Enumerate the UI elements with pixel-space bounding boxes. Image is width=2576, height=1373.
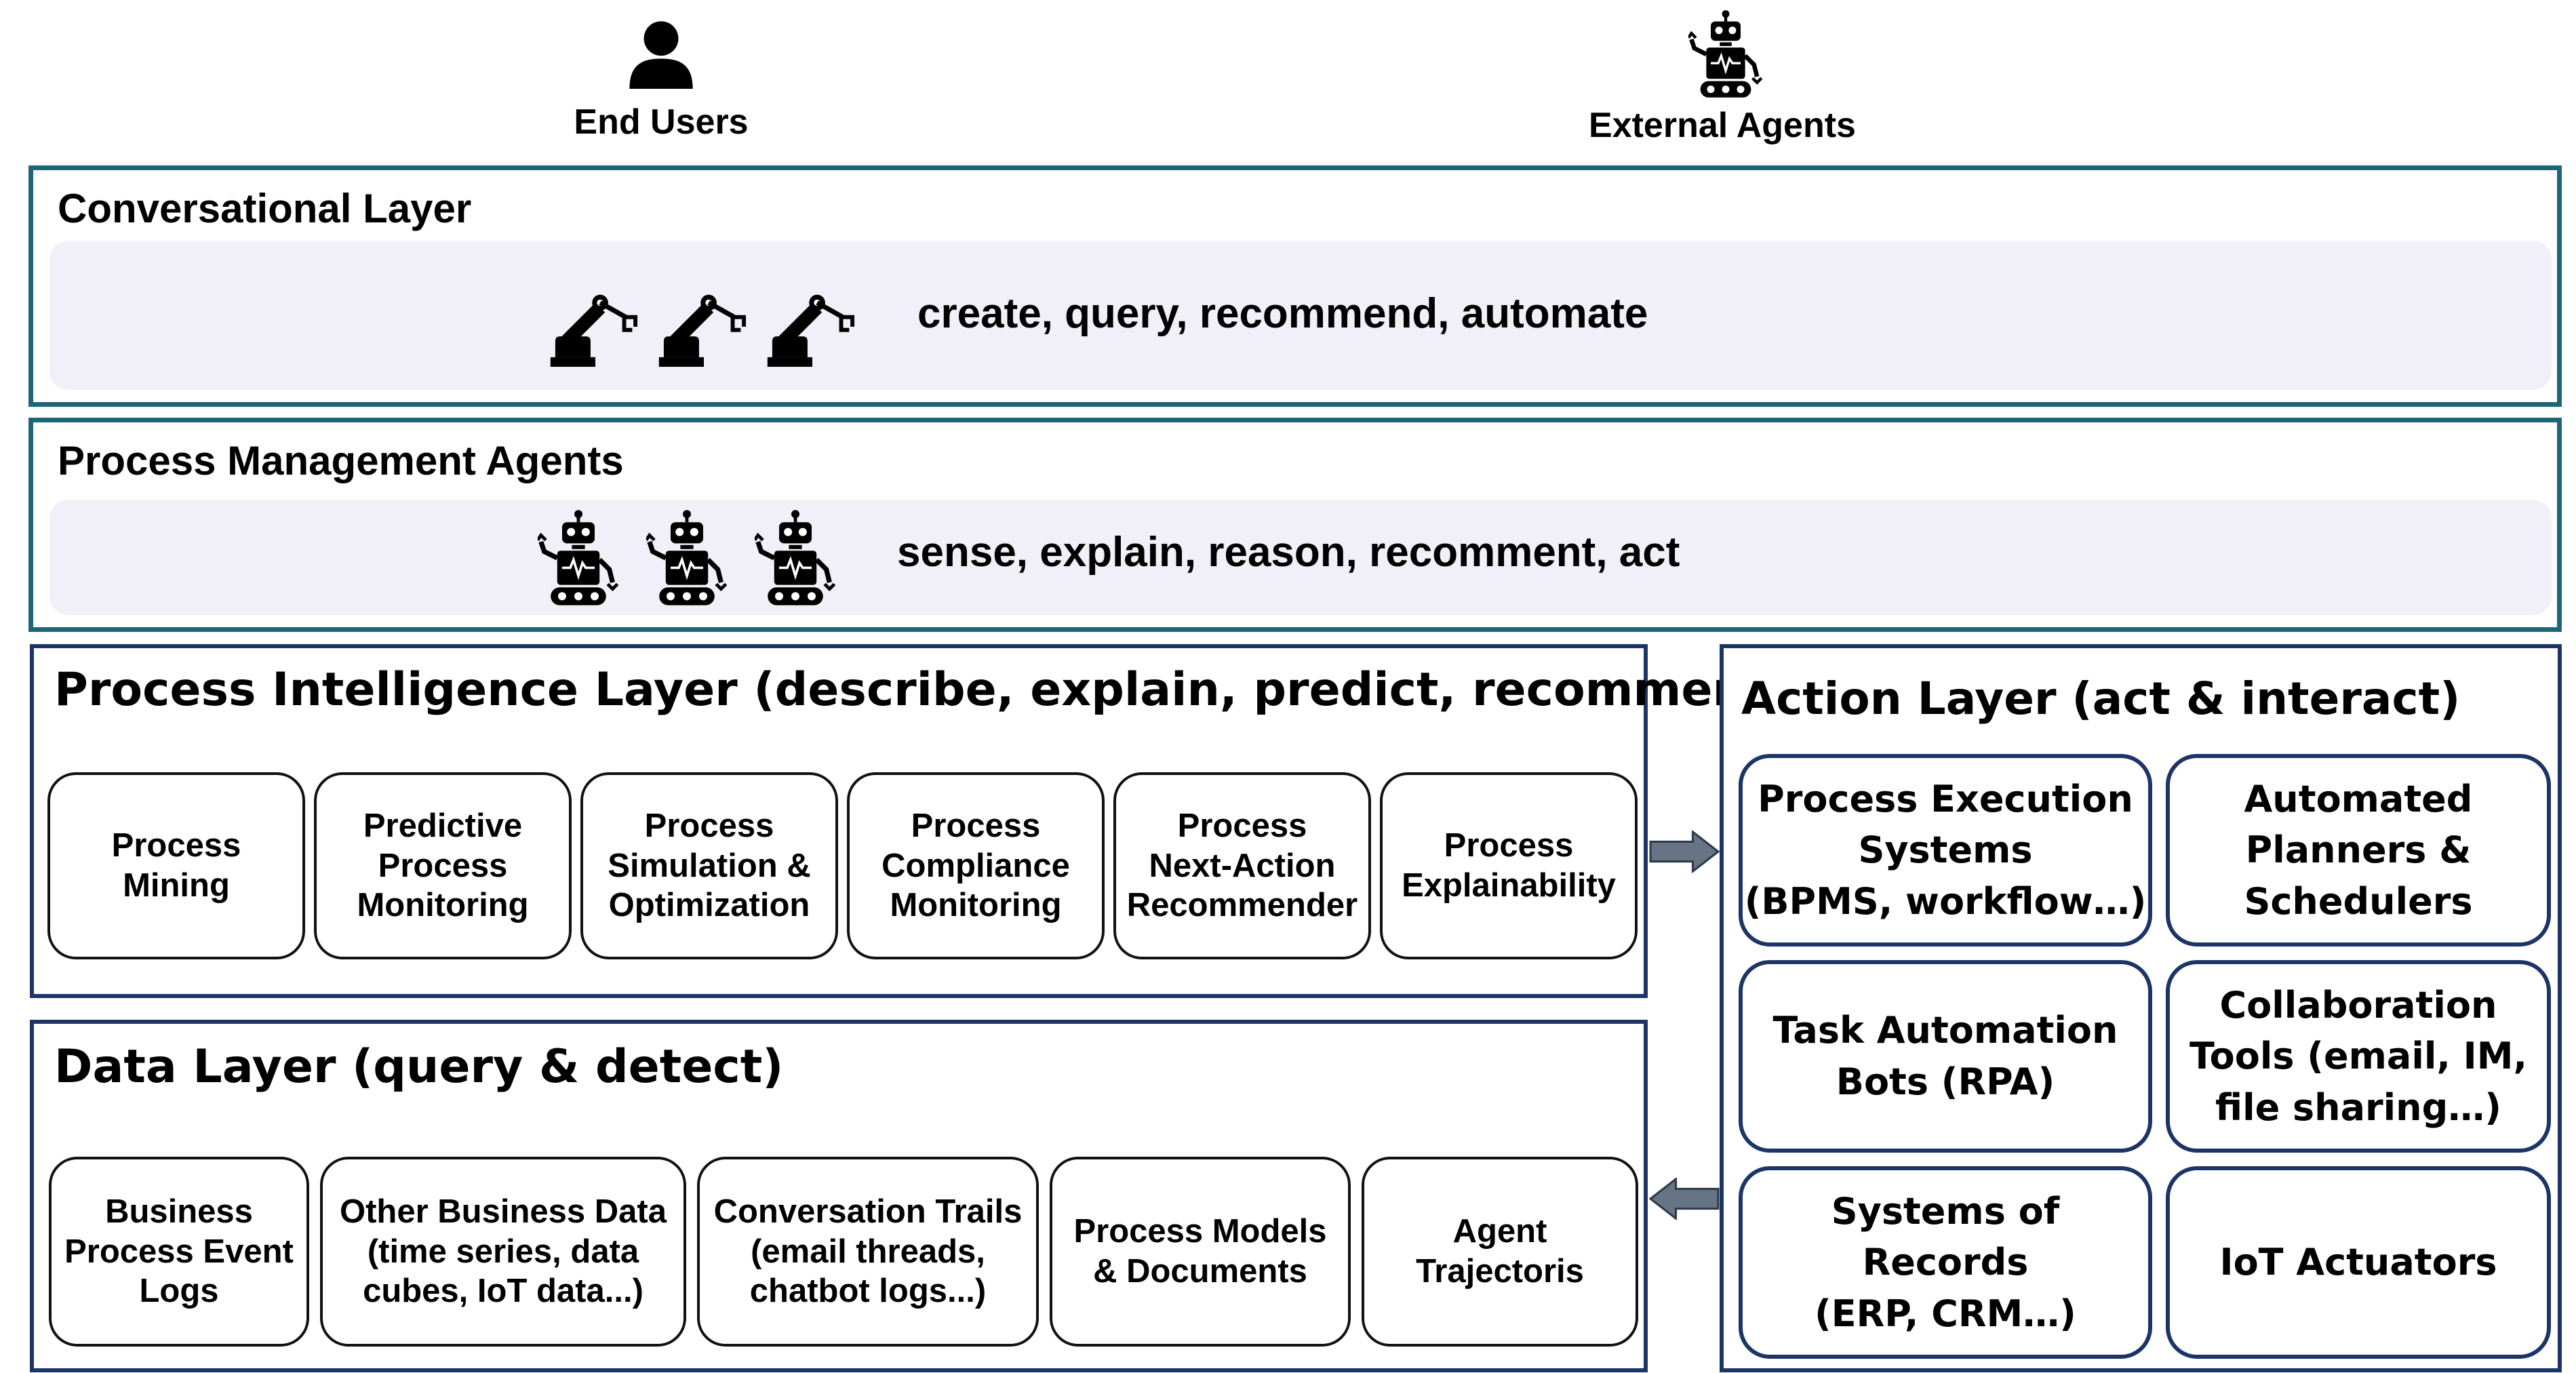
arrow-right-icon [1649,830,1720,873]
robot-icon [755,508,836,608]
predictive-process-monitoring-box: Predictive Process Monitoring [314,772,572,959]
process-next-action-recommender-box: Process Next-Action Recommender [1113,772,1371,959]
robot-arm-icon [761,279,863,367]
process-intelligence-title: Process Intelligence Layer (describe, ex… [54,663,1800,717]
end-users-actor: End Users [549,14,773,149]
process-compliance-monitoring-box: Process Compliance Monitoring [847,772,1105,959]
robot-arm-icon [544,279,646,367]
process-agents-band: sense, explain, reason, recomment, act [49,500,2552,615]
agent-trajectories-box: Agent Trajectoris [1362,1157,1638,1347]
process-management-agents-title: Process Management Agents [58,438,624,483]
process-execution-systems-box: Process Execution Systems (BPMS, workflo… [1739,754,2152,947]
data-layer: Data Layer (query & detect) Business Pro… [30,1020,1648,1372]
action-layer: Action Layer (act & interact) Process Ex… [1720,644,2562,1372]
robot-icon [538,508,619,608]
robot-icon [646,508,728,608]
person-icon [625,14,697,92]
conversational-layer-title: Conversational Layer [58,186,472,231]
external-agents-label: External Agents [1589,106,1856,145]
iot-actuators-box: IoT Actuators [2166,1166,2551,1359]
collaboration-tools-box: Collaboration Tools (email, IM, file sha… [2166,960,2551,1153]
automated-planners-schedulers-box: Automated Planners & Schedulers [2166,754,2551,947]
business-process-event-logs-box: Business Process Event Logs [49,1157,309,1347]
conversational-actions: create, query, recommend, automate [917,290,1648,337]
action-layer-title: Action Layer (act & interact) [1741,673,2461,725]
process-explainability-box: Process Explainability [1380,772,1638,959]
robot-icon [1688,7,1763,102]
process-simulation-optimization-box: Process Simulation & Optimization [580,772,838,959]
data-layer-title: Data Layer (query & detect) [54,1040,784,1094]
conversational-band: create, query, recommend, automate [49,241,2552,390]
task-automation-bots-box: Task Automation Bots (RPA) [1739,960,2152,1153]
arrow-left-icon [1649,1177,1720,1220]
process-intelligence-layer: Process Intelligence Layer (describe, ex… [30,644,1800,998]
robot-arm-icon [653,279,755,367]
end-users-label: End Users [574,102,749,142]
process-models-documents-box: Process Models & Documents [1050,1157,1351,1347]
external-agents-actor: External Agents [1560,7,1885,149]
conversation-trails-box: Conversation Trails (email threads, chat… [697,1157,1039,1347]
conversational-layer: Conversational Layer create, query, reco… [28,165,2562,407]
process-mining-box: Process Mining [47,772,305,959]
process-agents-actions: sense, explain, reason, recomment, act [897,529,1680,576]
process-management-agents-layer: Process Management Agents sense, explain… [28,418,2562,632]
systems-of-records-box: Systems of Records (ERP, CRM…) [1739,1166,2152,1359]
other-business-data-box: Other Business Data (time series, data c… [320,1157,686,1347]
